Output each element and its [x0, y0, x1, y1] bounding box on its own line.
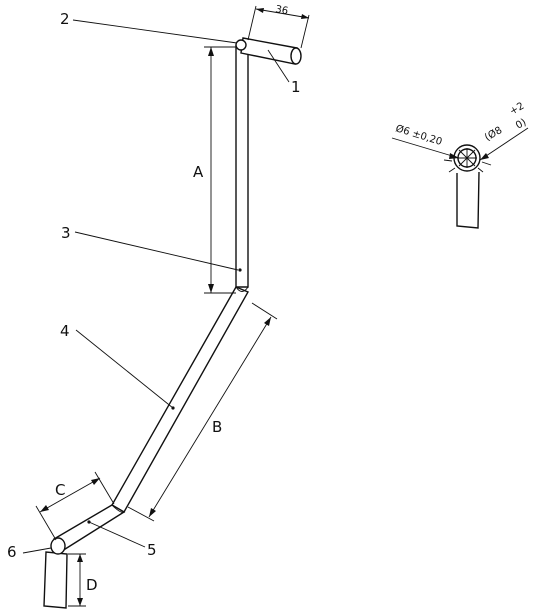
inner-diameter-leader — [391, 137, 460, 159]
segment-3-vertical — [235, 45, 249, 288]
inner-diameter-label: Ø6 ±0,20 — [394, 122, 443, 148]
outer-diameter-leader — [479, 127, 529, 161]
dimension-b — [127, 302, 278, 522]
leader-2 — [72, 19, 238, 44]
leader-lines — [22, 19, 290, 554]
dimension-d — [68, 553, 86, 607]
dimension-b-label: B — [212, 418, 222, 436]
leader-4 — [75, 329, 174, 409]
leader-3 — [74, 231, 239, 271]
bend-seam-upper — [235, 286, 249, 292]
part-label-6: 6 — [7, 543, 17, 561]
leader-1 — [267, 49, 290, 83]
dimension-36-label: 36 — [274, 4, 288, 17]
part-label-1: 1 — [291, 78, 301, 96]
dimension-a — [204, 46, 236, 294]
part-label-3: 3 — [61, 224, 71, 242]
dimension-c — [35, 471, 115, 541]
dimension-d-label: D — [86, 576, 98, 594]
part-label-5: 5 — [147, 541, 157, 559]
segment-6-stub — [43, 551, 68, 609]
segment-6-end — [50, 537, 66, 555]
part-label-4: 4 — [60, 322, 70, 340]
leader-6 — [22, 547, 52, 554]
bend-seam-lower — [111, 504, 125, 513]
marker-5 — [87, 520, 91, 524]
tube-body — [43, 37, 302, 609]
segment-4-diagonal — [111, 286, 249, 513]
section-tube — [456, 171, 480, 229]
outer-diameter-minus: 0) — [514, 117, 528, 132]
marker-4 — [171, 406, 175, 410]
outer-diameter-label: (Ø8 — [483, 124, 505, 143]
cross-section-detail — [391, 127, 529, 229]
leader-5 — [88, 521, 146, 548]
joint-2 — [235, 39, 247, 51]
part-label-2: 2 — [60, 10, 70, 28]
dimension-a-label: A — [193, 163, 204, 181]
dimension-c-label: C — [55, 481, 65, 499]
dimension-36 — [247, 5, 310, 49]
segment-1-end — [290, 47, 302, 65]
marker-3 — [238, 268, 242, 272]
outer-diameter-plus: +2 — [508, 101, 526, 118]
